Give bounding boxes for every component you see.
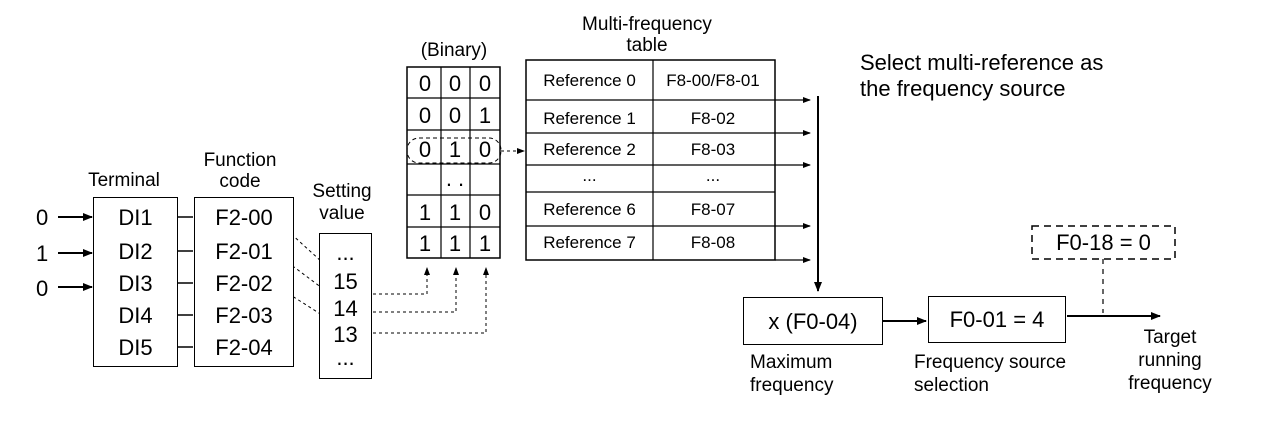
terminal-di2: DI2 — [118, 239, 153, 264]
function-code-f2-04: F2-04 — [215, 335, 273, 360]
setting-value-box — [319, 233, 372, 379]
function-code-box — [194, 197, 294, 367]
binary-cell: 0 — [418, 137, 432, 162]
title-note-line-2: the frequency source — [860, 76, 1066, 101]
frequency-source-box — [928, 296, 1066, 343]
reference-name: Reference 6 — [543, 200, 636, 219]
reference-code: F8-08 — [690, 233, 736, 252]
setting-value-15: 15 — [333, 269, 358, 294]
binary-cell: 1 — [448, 200, 462, 225]
terminal-box — [93, 197, 178, 367]
reference-name: Reference 2 — [543, 140, 636, 159]
reference-code: F8-07 — [690, 200, 736, 219]
terminal-header: Terminal — [88, 170, 160, 191]
f0-18-label: F0-18 = 0 — [1056, 230, 1151, 255]
reference-code: F8-00/F8-01 — [666, 71, 760, 90]
binary-cell: 1 — [418, 200, 432, 225]
reference-code: ... — [705, 166, 721, 185]
reference-name: Reference 1 — [543, 109, 636, 128]
setting-value-bottom-ellipsis: ... — [336, 345, 355, 370]
title-note-line-1: Select multi-reference as — [860, 50, 1104, 75]
selected-row-highlight — [406, 137, 502, 164]
dash-f2-00 — [277, 221, 323, 263]
binary-cell: 1 — [478, 231, 492, 256]
input-value-di3: 0 — [36, 276, 49, 301]
frequency-source-caption-1: Frequency source — [914, 352, 1067, 373]
setting-value-header-1: Setting — [312, 181, 372, 202]
binary-cell: 1 — [448, 231, 462, 256]
reference-name: Reference 7 — [543, 233, 636, 252]
function-code-f2-02: F2-02 — [215, 271, 273, 296]
terminal-di1: DI1 — [118, 205, 153, 230]
reference-code: F8-02 — [690, 109, 736, 128]
f0-18-dashed-box — [1031, 225, 1176, 260]
binary-ellipsis: . . — [445, 166, 465, 191]
binary-cell: 0 — [448, 103, 462, 128]
output-caption-2: running — [1138, 350, 1202, 371]
function-code-header-2: code — [219, 171, 261, 192]
binary-header: (Binary) — [420, 40, 488, 61]
max-frequency-caption-1: Maximum — [750, 352, 833, 373]
binary-cell: 0 — [418, 71, 432, 96]
table-header-1: Multi-frequency — [582, 14, 712, 35]
setting-value-top-ellipsis: ... — [336, 240, 355, 265]
input-value-di1: 0 — [36, 205, 49, 230]
max-frequency-caption-2: frequency — [750, 375, 834, 396]
function-code-f2-03: F2-03 — [215, 303, 273, 328]
output-caption-1: Target — [1143, 327, 1197, 348]
max-frequency-label: x (F0-04) — [768, 309, 858, 334]
frequency-source-caption-2: selection — [914, 375, 989, 396]
table-header-2: table — [626, 35, 668, 56]
terminal-di4: DI4 — [118, 303, 153, 328]
reference-name: ... — [582, 166, 597, 185]
dash-14-to-col2 — [373, 267, 459, 313]
setting-value-13: 13 — [333, 322, 358, 347]
binary-cell: 0 — [478, 71, 492, 96]
function-code-f2-01: F2-01 — [215, 239, 273, 264]
dash-15-to-col1 — [373, 267, 430, 295]
binary-cell: 1 — [448, 137, 462, 162]
binary-cell: 0 — [448, 71, 462, 96]
max-frequency-box — [743, 297, 883, 345]
reference-table-frame — [525, 59, 776, 261]
binary-cell: 1 — [478, 103, 492, 128]
function-code-f2-00: F2-00 — [215, 205, 273, 230]
reference-code: F8-03 — [690, 140, 736, 159]
terminal-di5: DI5 — [118, 335, 153, 360]
setting-value-header-2: value — [319, 203, 365, 224]
reference-name: Reference 0 — [543, 71, 636, 90]
setting-value-14: 14 — [333, 296, 358, 321]
function-code-header-1: Function — [203, 150, 277, 171]
frequency-source-label: F0-01 = 4 — [949, 307, 1045, 332]
input-value-di2: 1 — [36, 241, 49, 266]
binary-cell: 1 — [418, 231, 432, 256]
binary-cell: 0 — [478, 137, 492, 162]
output-caption-3: frequency — [1128, 373, 1212, 394]
binary-cell: 0 — [418, 103, 432, 128]
binary-grid-frame — [406, 66, 501, 259]
binary-cell: 0 — [478, 200, 492, 225]
terminal-di3: DI3 — [118, 271, 153, 296]
dash-13-to-col3 — [373, 267, 489, 334]
